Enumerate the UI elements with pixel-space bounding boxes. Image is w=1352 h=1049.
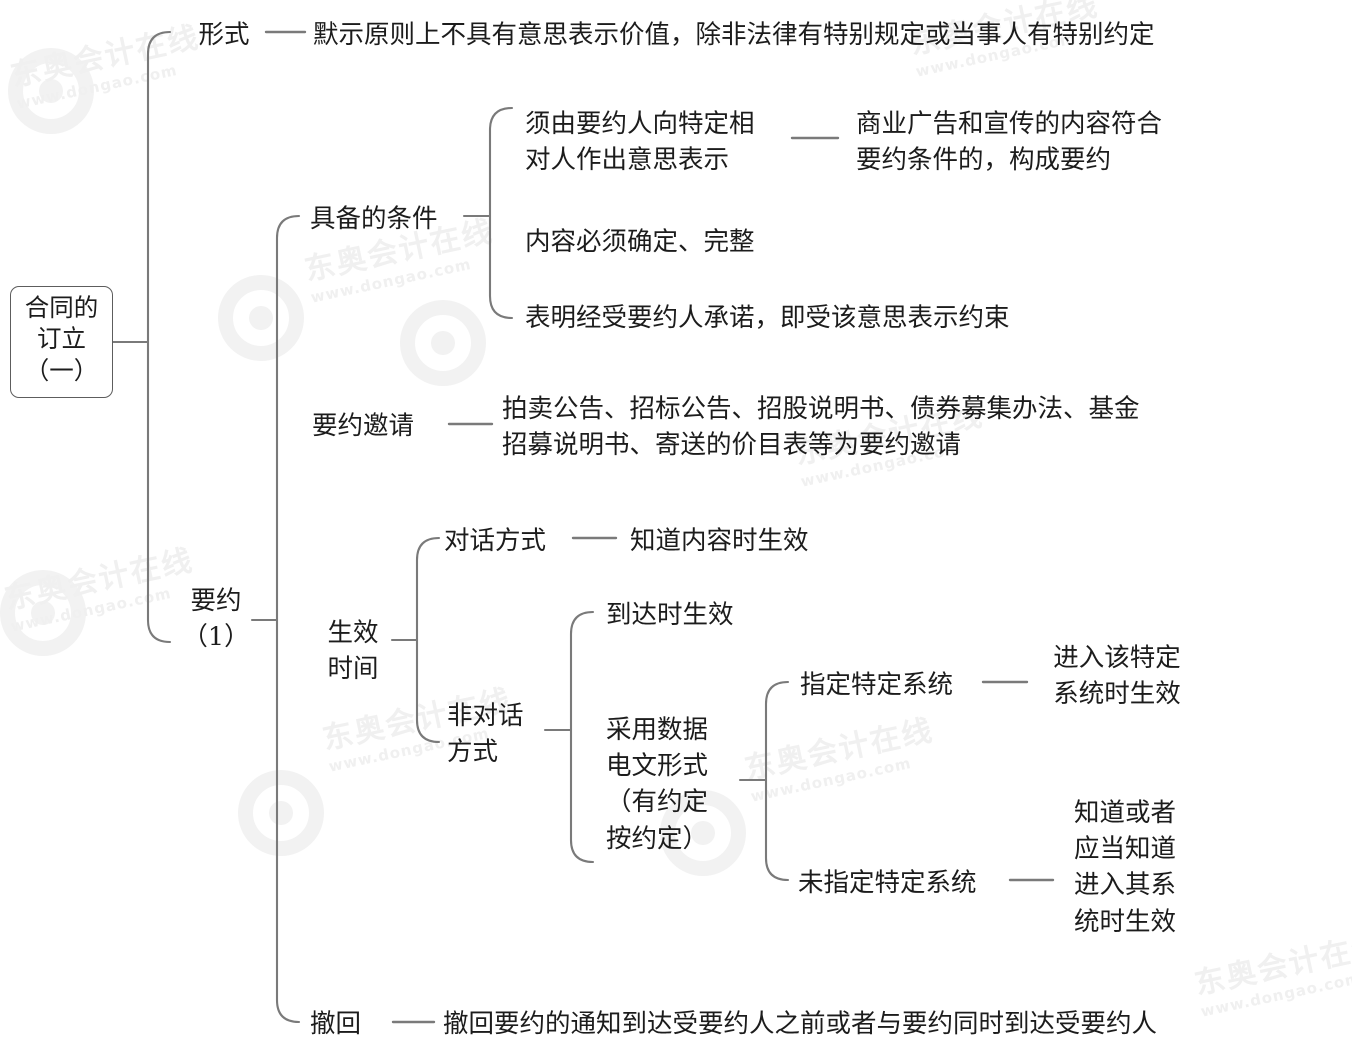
watermark-site: www.dongao.com: [309, 254, 474, 307]
watermark-ring: [0, 570, 86, 656]
node-zhiding[interactable]: 指定特定系统: [800, 670, 954, 700]
text-yaoqing-detail: 拍卖公告、招标公告、招股说明书、债券募集办法、基金 招募说明书、寄送的价目表等为…: [502, 394, 1140, 461]
watermark-ring: [400, 300, 486, 386]
watermark-ring: [8, 48, 94, 134]
node-tiaojian[interactable]: 具备的条件: [310, 204, 438, 234]
node-chehui[interactable]: 撤回: [310, 1009, 362, 1039]
connector-feiduihua-bracket: [569, 610, 595, 864]
text-chehui-detail: 撤回要约的通知到达受要约人之前或者与要约同时到达受要约人: [443, 1009, 1158, 1039]
watermark-site: www.dongao.com: [15, 60, 180, 113]
text-zhiding-detail: 进入该特定 系统时生效: [1053, 643, 1181, 710]
connector-level1-bracket: [146, 30, 172, 644]
text-daoda: 到达时生效: [606, 600, 734, 630]
node-yaoyue[interactable]: 要约 （1）: [182, 586, 250, 653]
connector-level2-bracket: [275, 214, 301, 1024]
root-node[interactable]: 合同的 订立 （一）: [10, 286, 113, 398]
connector-shengxiao-bracket: [415, 536, 441, 744]
text-tiaojian-1-note: 商业广告和宣传的内容符合 要约条件的，构成要约: [856, 109, 1163, 176]
watermark-ring: [218, 275, 304, 361]
watermark-ring: [238, 770, 324, 856]
watermark-brand: 东奥会计在线: [1191, 927, 1352, 1003]
watermark-text: 东奥会计在线 www.dongao.com: [6, 12, 207, 113]
node-weizhiding[interactable]: 未指定特定系统: [798, 868, 977, 898]
connector-tiaojian-bracket: [488, 106, 514, 320]
watermark-site: www.dongao.com: [9, 583, 174, 636]
text-tiaojian-3: 表明经受要约人承诺，即受该意思表示约束: [525, 303, 1010, 333]
node-duihua[interactable]: 对话方式: [444, 526, 547, 556]
node-shengxiao[interactable]: 生效 时间: [327, 618, 379, 685]
connector-dianwen-bracket: [764, 680, 790, 882]
watermark-brand: 东奥会计在线: [7, 19, 203, 95]
text-tiaojian-2: 内容必须确定、完整: [525, 227, 755, 257]
watermark-brand: 东奥会计在线: [1, 542, 197, 618]
watermark-text: 东奥会计在线 www.dongao.com: [740, 705, 941, 806]
watermark-brand: 东奥会计在线: [741, 712, 937, 788]
watermark-site: www.dongao.com: [749, 753, 914, 806]
text-tiaojian-1: 须由要约人向特定相 对人作出意思表示: [525, 109, 755, 176]
node-feiduihua[interactable]: 非对话 方式: [447, 701, 524, 768]
text-weizhiding-detail: 知道或者 应当知道 进入其系 统时生效: [1073, 798, 1176, 937]
node-xingshi[interactable]: 形式: [198, 20, 250, 50]
text-xingshi-detail: 默示原则上不具有意思表示价值，除非法律有特别规定或当事人有特别约定: [313, 20, 1155, 50]
node-dianwen[interactable]: 采用数据 电文形式 （有约定 按约定）: [606, 715, 709, 854]
watermark-text: 东奥会计在线 www.dongao.com: [0, 535, 201, 636]
node-yaoyueyaoqing[interactable]: 要约邀请: [312, 411, 415, 441]
text-duihua-detail: 知道内容时生效: [630, 526, 809, 556]
